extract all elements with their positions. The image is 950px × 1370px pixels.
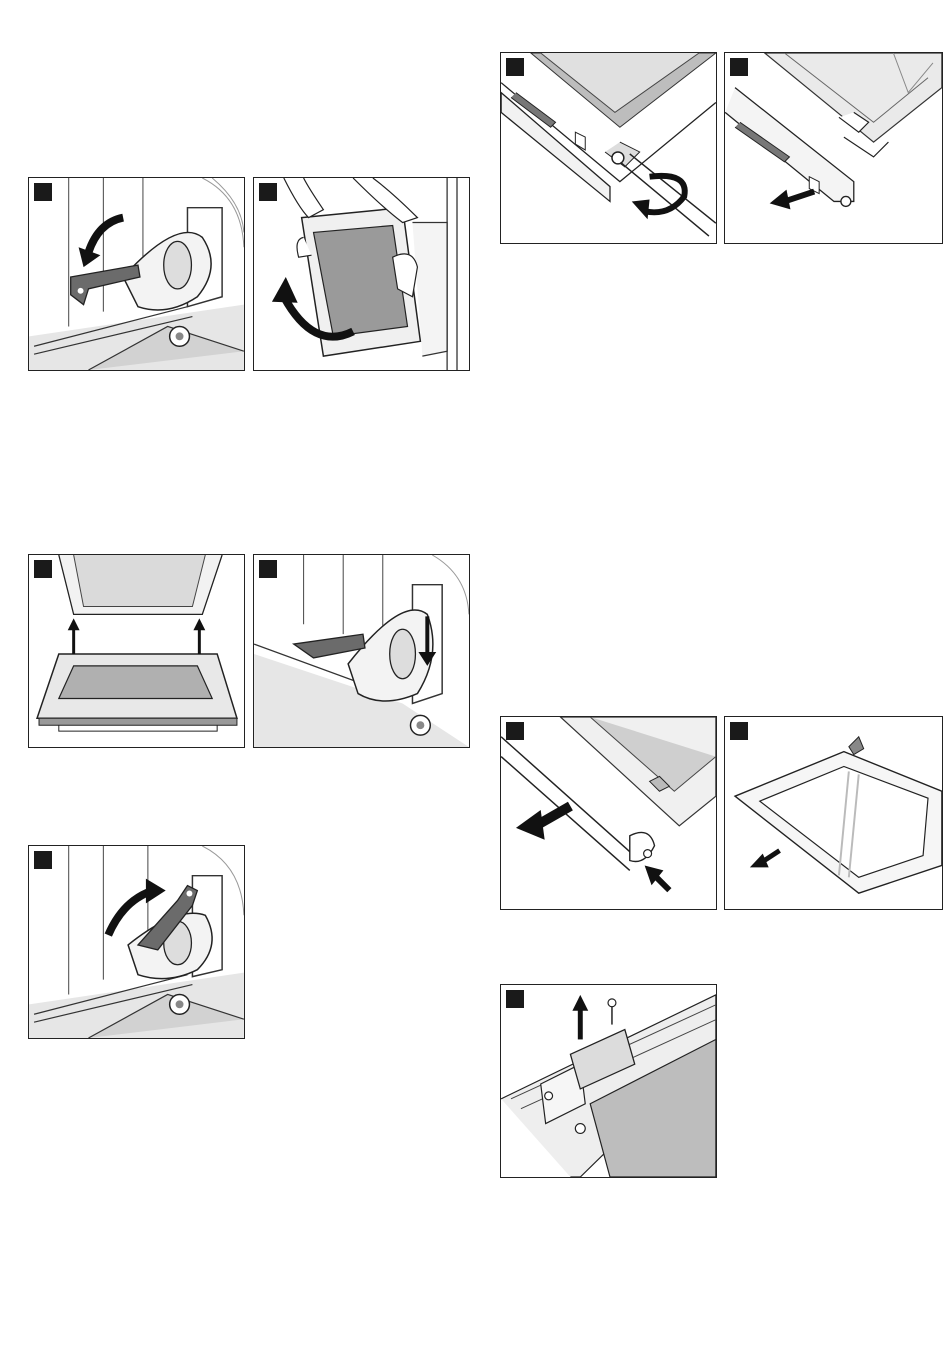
screw-loosen-icon <box>501 53 716 243</box>
cover-removal-icon <box>501 717 716 909</box>
figure-door-screw-rotate <box>500 52 717 244</box>
step-badge <box>34 851 52 869</box>
pane-removal-icon <box>725 717 942 909</box>
step-badge <box>730 722 748 740</box>
door-removal-icon <box>254 178 469 370</box>
step-badge <box>259 183 277 201</box>
figure-door-pane-remove <box>724 716 943 910</box>
figure-door-cover-remove <box>500 716 717 910</box>
step-badge <box>34 560 52 578</box>
step-badge <box>506 990 524 1008</box>
hinge-lever-close-icon <box>29 846 244 1038</box>
clip-removal-icon <box>501 985 716 1177</box>
figure-door-trim-pull <box>724 52 943 244</box>
hinge-lever-open-icon <box>29 178 244 370</box>
figure-door-lift-out <box>253 177 470 371</box>
door-glass-insert-icon <box>29 555 244 747</box>
figure-glass-insert-up <box>28 554 245 748</box>
hinge-lever-fold-icon <box>254 555 469 747</box>
step-badge <box>506 58 524 76</box>
step-badge <box>34 183 52 201</box>
figure-hinge-lever-lowered <box>253 554 470 748</box>
figure-hinge-lever-up <box>28 845 245 1039</box>
figure-hinge-lever-down <box>28 177 245 371</box>
trim-removal-icon <box>725 53 942 243</box>
step-badge <box>730 58 748 76</box>
step-badge <box>259 560 277 578</box>
figure-clip-screw-remove <box>500 984 717 1178</box>
step-badge <box>506 722 524 740</box>
